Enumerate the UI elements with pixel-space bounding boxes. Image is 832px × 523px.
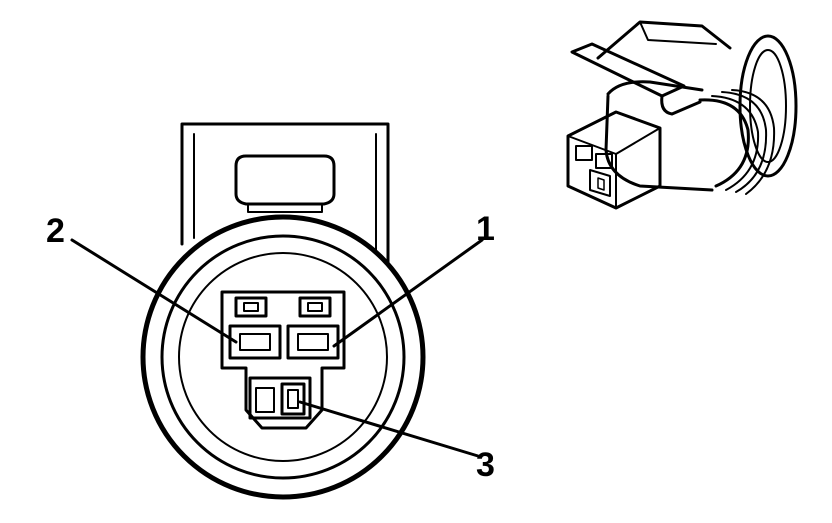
terminal-window-upper-right bbox=[298, 296, 332, 318]
leader-line-2 bbox=[70, 238, 238, 344]
callout-label-1: 1 bbox=[476, 210, 495, 248]
terminal-3 bbox=[255, 387, 275, 413]
callout-label-3: 3 bbox=[476, 446, 495, 484]
leader-line-1 bbox=[332, 238, 484, 348]
iso-terminal-block bbox=[566, 110, 662, 210]
lock-tab-housing bbox=[180, 122, 390, 264]
terminal-1 bbox=[286, 324, 340, 360]
terminal-window-upper-left bbox=[234, 296, 268, 318]
connector-isometric-view bbox=[566, 20, 798, 210]
terminal-2 bbox=[228, 324, 282, 360]
inner-ring-1 bbox=[160, 234, 406, 480]
terminal-3-housing bbox=[248, 376, 312, 420]
outer-shell bbox=[140, 214, 426, 500]
inner-ring-2 bbox=[178, 252, 388, 462]
latch-bump bbox=[234, 154, 336, 206]
callout-label-2: 2 bbox=[46, 212, 65, 250]
connector-face-view bbox=[140, 122, 426, 500]
terminal-cavity bbox=[220, 290, 346, 430]
leader-line-3 bbox=[298, 400, 480, 458]
